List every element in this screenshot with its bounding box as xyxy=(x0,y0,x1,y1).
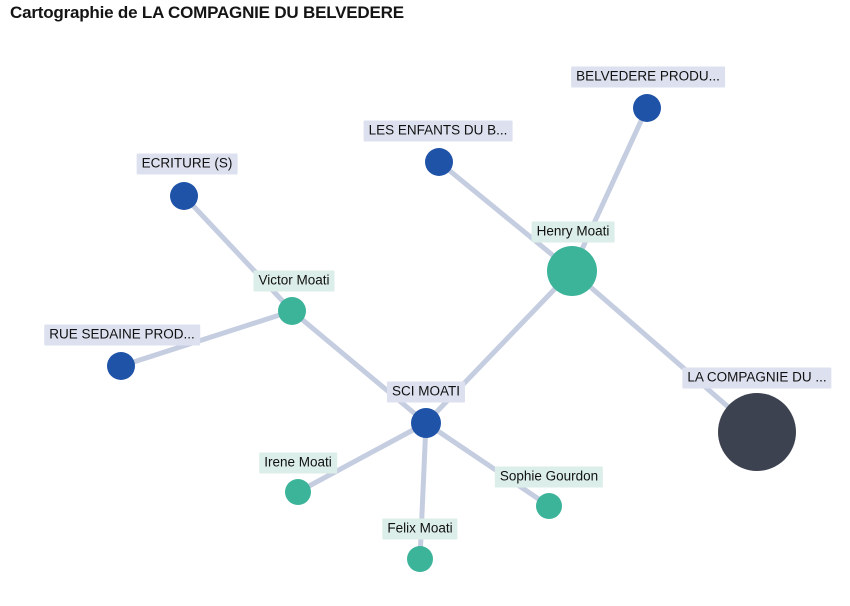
graph-node-label-irene_moati[interactable]: Irene Moati xyxy=(259,452,337,474)
graph-node-label-rue_sedaine_prod[interactable]: RUE SEDAINE PROD... xyxy=(44,324,200,346)
graph-edge xyxy=(569,268,760,435)
graph-node-label-henry_moati[interactable]: Henry Moati xyxy=(531,221,615,243)
graph-node-belvedere_productions[interactable] xyxy=(633,94,661,122)
graph-node-sophie_gourdon[interactable] xyxy=(536,493,562,519)
graph-node-label-ecriture_s[interactable]: ECRITURE (S) xyxy=(136,153,238,175)
graph-node-les_enfants_du_b[interactable] xyxy=(425,148,453,176)
graph-node-label-victor_moati[interactable]: Victor Moati xyxy=(253,270,335,292)
graph-node-sci_moati[interactable] xyxy=(411,408,441,438)
graph-edge xyxy=(436,159,575,274)
graph-edge xyxy=(569,105,650,274)
graph-edge xyxy=(118,308,295,369)
graph-edge xyxy=(295,420,429,495)
graph-node-label-sci_moati[interactable]: SCI MOATI xyxy=(386,381,466,403)
graph-node-label-la_compagnie_du[interactable]: LA COMPAGNIE DU ... xyxy=(682,367,832,389)
graph-node-irene_moati[interactable] xyxy=(285,479,311,505)
page-title: Cartographie de LA COMPAGNIE DU BELVEDER… xyxy=(10,3,404,22)
graph-edge xyxy=(423,420,552,509)
graph-node-henry_moati[interactable] xyxy=(547,246,597,296)
graph-node-la_compagnie_du[interactable] xyxy=(718,393,796,471)
graph-node-victor_moati[interactable] xyxy=(278,297,306,325)
graph-node-label-sophie_gourdon[interactable]: Sophie Gourdon xyxy=(494,466,604,488)
graph-node-label-felix_moati[interactable]: Felix Moati xyxy=(382,518,458,540)
graph-node-label-les_enfants_du_b[interactable]: LES ENFANTS DU B... xyxy=(363,120,513,142)
graph-node-rue_sedaine_prod[interactable] xyxy=(107,352,135,380)
graph-node-label-belvedere_productions[interactable]: BELVEDERE PRODU... xyxy=(571,66,725,88)
graph-node-ecriture_s[interactable] xyxy=(170,182,198,210)
graph-node-felix_moati[interactable] xyxy=(407,546,433,572)
graph-edge xyxy=(289,308,429,426)
graph-edge xyxy=(181,193,295,314)
